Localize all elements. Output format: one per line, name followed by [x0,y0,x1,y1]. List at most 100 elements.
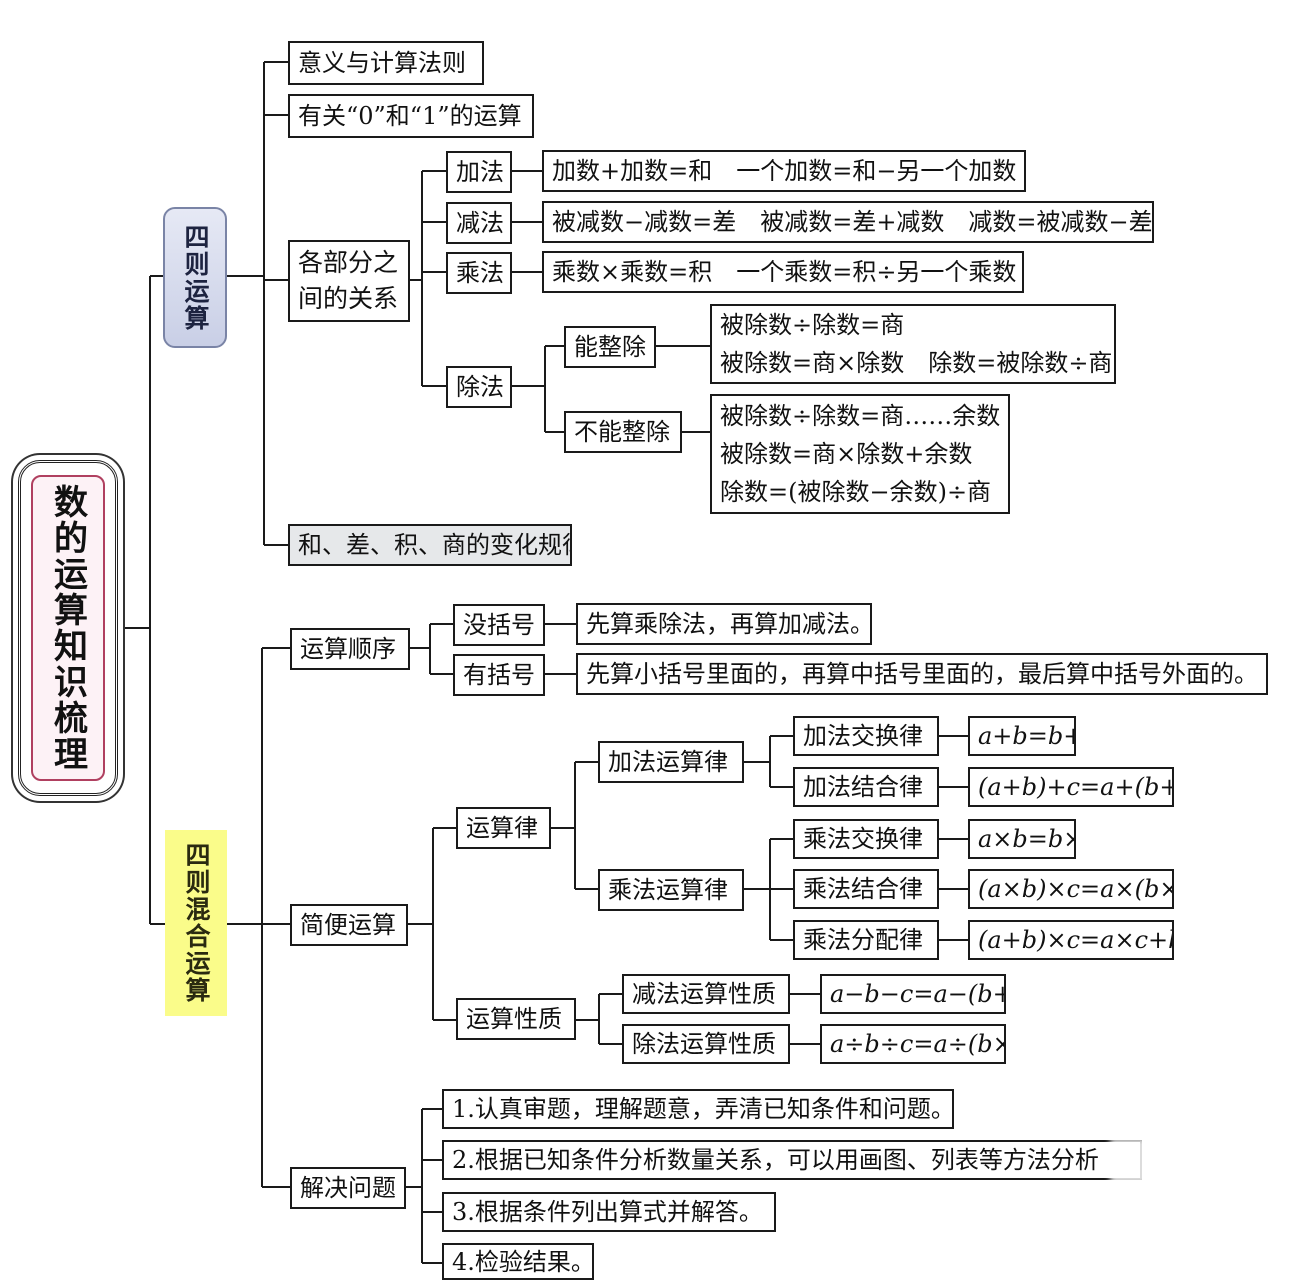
formula-div-prop: a÷b÷c=a÷(b×c) [820,1024,1006,1064]
branch-mixed-operations: 四则混合运算 [165,830,227,1016]
formula-add-comm: a+b=b+a [968,716,1076,756]
root-node: 数的运算知识梳理 [18,460,118,796]
rule-bracket-text: 先算小括号里面的，再算中括号里面的，最后算中括号外面的。 [586,660,1258,688]
node-change-rules-label: 和、差、积、商的变化规律 [298,531,572,559]
rule-div-exact-line-1: 被除数÷除数=商 [720,311,905,339]
rule-add: 加数+加数=和 一个加数=和−另一个加数 [542,150,1026,192]
node-div-exact: 能整除 [564,326,656,368]
solve-step-1: 1.认真审题，理解题意，弄清已知条件和问题。 [442,1089,954,1129]
formula-mul-comm-text: a×b=b×a [978,825,1074,853]
rule-no-bracket: 先算乘除法，再算加减法。 [576,603,872,645]
node-div: 除法 [446,366,512,408]
watermark-fade [1110,1138,1240,1184]
node-simple-label: 简便运算 [300,911,396,939]
rule-sub: 被减数−减数=差 被减数=差+减数 减数=被减数−差 [542,201,1154,243]
node-add-laws: 加法运算律 [598,741,744,783]
node-mul-assoc: 乘法结合律 [793,869,939,909]
solve-step-2-text: 2.根据已知条件分析数量关系，可以用画图、列表等方法分析 [452,1146,1099,1174]
rule-div-inexact-line-3: 除数=(被除数−余数)÷商 [720,478,992,506]
rule-div-inexact-line-1: 被除数÷除数=商……余数 [720,402,1001,430]
formula-mul-assoc-text: (a×b)×c=a×(b×c) [978,875,1172,903]
node-mul-comm-label: 乘法交换律 [803,825,923,853]
node-mul-label: 乘法 [456,259,504,287]
node-mul-dist: 乘法分配律 [793,920,939,960]
node-bracket: 有括号 [453,654,545,696]
rule-div-inexact: 被除数÷除数=商……余数 被除数=商×除数+余数 除数=(被除数−余数)÷商 [710,394,1010,514]
node-mul-laws: 乘法运算律 [598,869,744,911]
node-solve: 解决问题 [290,1167,406,1209]
node-simple: 简便运算 [290,904,408,946]
node-add-comm: 加法交换律 [793,716,939,756]
node-add: 加法 [446,151,512,193]
formula-mul-assoc: (a×b)×c=a×(b×c) [968,869,1174,909]
formula-add-comm-text: a+b=b+a [978,722,1074,750]
root-node-frame: 数的运算知识梳理 [31,475,105,781]
rule-sub-text: 被减数−减数=差 被减数=差+减数 减数=被减数−差 [552,208,1153,236]
node-order: 运算顺序 [290,628,410,670]
rule-add-text: 加数+加数=和 一个加数=和−另一个加数 [552,157,1017,185]
node-mul-comm: 乘法交换律 [793,819,939,859]
node-order-label: 运算顺序 [300,635,396,663]
node-bracket-label: 有括号 [463,661,535,689]
node-no-bracket-label: 没括号 [463,611,535,639]
node-change-rules: 和、差、积、商的变化规律 [288,524,572,566]
node-solve-label: 解决问题 [300,1174,396,1202]
rule-bracket: 先算小括号里面的，再算中括号里面的，最后算中括号外面的。 [576,653,1268,695]
node-sub: 减法 [446,202,512,244]
node-add-laws-label: 加法运算律 [608,748,728,776]
solve-step-4-text: 4.检验结果。 [452,1247,594,1276]
solve-step-3-text: 3.根据条件列出算式并解答。 [452,1198,763,1226]
node-add-comm-label: 加法交换律 [803,722,923,750]
node-div-exact-label: 能整除 [574,333,646,361]
node-laws-label: 运算律 [466,814,538,842]
node-div-prop-label: 除法运算性质 [632,1030,776,1058]
node-sub-prop-label: 减法运算性质 [632,980,776,1008]
formula-mul-dist: (a+b)×c=a×c+b×c [968,920,1174,960]
node-zero-one-label: 有关“0”和“1”的运算 [298,102,522,130]
solve-step-4: 4.检验结果。 [442,1243,594,1280]
node-meaning: 意义与计算法则 [288,41,484,85]
formula-mul-comm: a×b=b×a [968,819,1076,859]
rule-div-exact-line-2: 被除数=商×除数 除数=被除数÷商 [720,349,1113,377]
node-add-assoc-label: 加法结合律 [803,773,923,801]
formula-sub-prop-text: a−b−c=a−(b+c) [830,980,1004,1008]
node-relations: 各部分之间的关系 [288,240,410,322]
solve-step-1-text: 1.认真审题，理解题意，弄清已知条件和问题。 [452,1095,954,1123]
node-laws: 运算律 [456,807,551,849]
root-label: 数的运算知识梳理 [47,484,88,772]
branch-mixed-operations-label: 四则混合运算 [182,842,211,1004]
node-no-bracket: 没括号 [453,604,545,646]
formula-add-assoc: (a+b)+c=a+(b+c) [968,767,1174,807]
node-sub-prop: 减法运算性质 [622,974,790,1014]
node-mul-laws-label: 乘法运算律 [608,876,728,904]
rule-mul: 乘数×乘数=积 一个乘数=积÷另一个乘数 [542,251,1024,293]
node-zero-one: 有关“0”和“1”的运算 [288,94,534,138]
node-mul-assoc-label: 乘法结合律 [803,875,923,903]
watermark-fade-2 [840,1196,1200,1246]
branch-four-operations-label: 四则运算 [181,223,210,332]
solve-step-2: 2.根据已知条件分析数量关系，可以用画图、列表等方法分析 [442,1140,1142,1180]
node-mul-dist-label: 乘法分配律 [803,926,923,954]
rule-div-inexact-line-2: 被除数=商×除数+余数 [720,440,973,468]
rule-mul-text: 乘数×乘数=积 一个乘数=积÷另一个乘数 [552,258,1017,286]
node-sub-label: 减法 [456,209,504,237]
formula-add-assoc-text: (a+b)+c=a+(b+c) [978,773,1172,801]
formula-div-prop-text: a÷b÷c=a÷(b×c) [830,1030,1004,1058]
node-add-label: 加法 [456,158,504,186]
node-div-label: 除法 [456,373,504,401]
formula-mul-dist-text: (a+b)×c=a×c+b×c [978,926,1172,954]
node-div-prop: 除法运算性质 [622,1024,790,1064]
node-mul: 乘法 [446,252,512,294]
node-add-assoc: 加法结合律 [793,767,939,807]
node-props-label: 运算性质 [466,1005,562,1033]
rule-div-exact: 被除数÷除数=商 被除数=商×除数 除数=被除数÷商 [710,304,1116,384]
node-meaning-label: 意义与计算法则 [298,49,466,77]
branch-four-operations: 四则运算 [163,207,227,348]
node-div-inexact: 不能整除 [564,411,682,453]
node-relations-label: 各部分之间的关系 [298,248,399,313]
node-props: 运算性质 [456,998,576,1040]
node-div-inexact-label: 不能整除 [574,418,670,446]
solve-step-3: 3.根据条件列出算式并解答。 [442,1192,776,1232]
